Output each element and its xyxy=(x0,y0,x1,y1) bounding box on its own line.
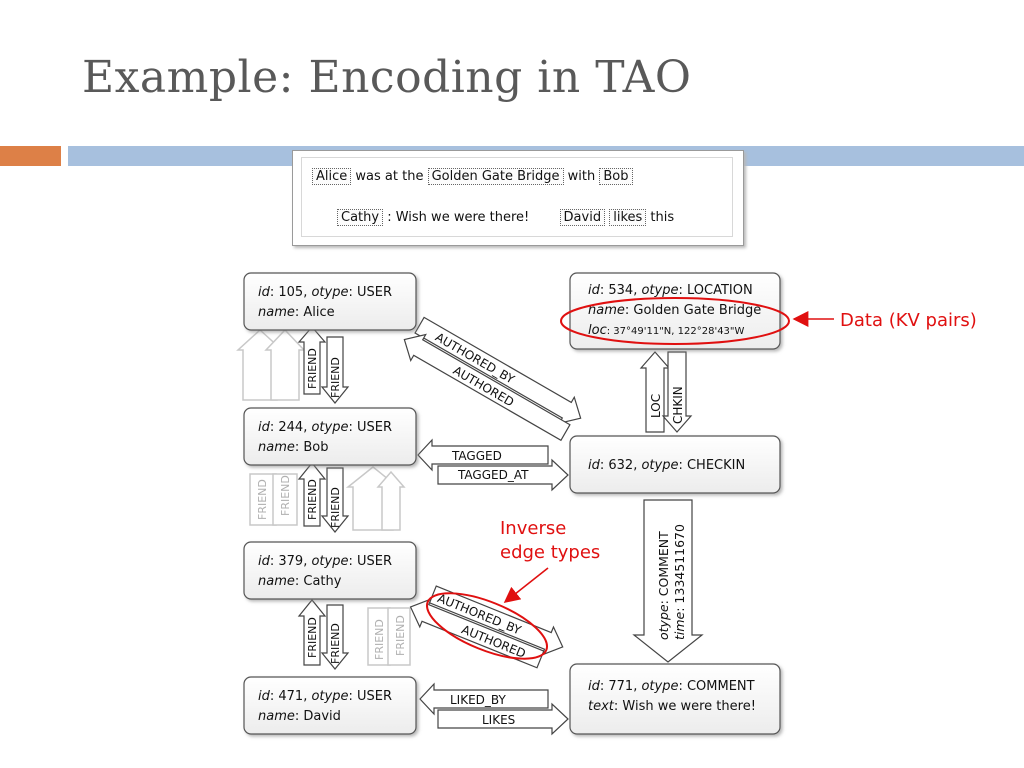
svg-text:id: 534, otype: LOCATION: id: 534, otype: LOCATION xyxy=(588,283,753,298)
comment-edge-otype-key: otype xyxy=(656,604,671,640)
kv-annotation: Data (KV pairs) xyxy=(560,297,977,345)
node-checkin: id: 632, otype: CHECKIN xyxy=(569,435,781,494)
inverse-annotation-line-2: edge types xyxy=(500,542,600,563)
token-comment-text: : Wish we were there! xyxy=(387,210,530,225)
node-cathy: id: 379, otype: USER name: Cathy xyxy=(243,541,417,600)
token-bob: Bob xyxy=(599,168,633,185)
token-was-at: was at the xyxy=(355,169,424,184)
friend-edges-cathy-david: FRIEND FRIEND xyxy=(297,599,350,670)
svg-text:id: 105, otype: USER: id: 105, otype: USER xyxy=(258,285,392,300)
svg-text:text: Wish we were there!: text: Wish we were there! xyxy=(588,699,756,714)
node-comment: id: 771, otype: COMMENT text: Wish we we… xyxy=(569,663,781,735)
token-alice: Alice xyxy=(312,168,352,185)
likes-label: LIKES xyxy=(482,713,515,727)
liked-by-label: LIKED_BY xyxy=(450,693,506,707)
friend-edges-alice-bob: FRIEND FRIEND xyxy=(297,326,350,404)
token-golden-gate: Golden Gate Bridge xyxy=(427,168,564,185)
svg-text:name: Alice: name: Alice xyxy=(258,305,335,320)
svg-text:id: 771, otype: COMMENT: id: 771, otype: COMMENT xyxy=(588,679,755,694)
sentence-panel: Alice was at the Golden Gate Bridge with… xyxy=(292,150,744,246)
svg-text:name: Cathy: name: Cathy xyxy=(258,574,342,589)
authored-edges-cathy-comment: AUTHORED_BY AUTHORED xyxy=(409,585,564,669)
token-with: with xyxy=(567,169,596,184)
svg-text:id: 471, otype: USER: id: 471, otype: USER xyxy=(258,689,392,704)
svg-text:id: 244, otype: USER: id: 244, otype: USER xyxy=(258,420,392,435)
kv-highlight-ellipse xyxy=(560,297,790,345)
svg-text:id: 632, otype: CHECKIN: id: 632, otype: CHECKIN xyxy=(588,458,745,473)
friend-label: FRIEND xyxy=(306,479,319,520)
comment-edge-otype-value: : COMMENT xyxy=(656,531,671,605)
faded-friend-label: FRIEND xyxy=(256,479,269,520)
friend-label: FRIEND xyxy=(329,623,342,664)
comment-edge-otype: otype: COMMENT xyxy=(656,531,671,640)
faded-friend-arrows xyxy=(236,328,411,666)
friend-label: FRIEND xyxy=(329,357,342,398)
token-this: this xyxy=(650,210,675,225)
svg-text:name: David: name: David xyxy=(258,709,341,724)
inverse-arrow xyxy=(503,567,549,603)
token-cathy: Cathy xyxy=(337,209,384,226)
inverse-annotation: Inverse edge types xyxy=(425,518,600,660)
loc-chkin-edges: LOC CHKIN xyxy=(639,351,693,433)
friend-label: FRIEND xyxy=(329,487,342,528)
friend-label: FRIEND xyxy=(306,348,319,389)
inverse-annotation-line-1: Inverse xyxy=(500,518,566,539)
svg-text:name: Bob: name: Bob xyxy=(258,440,329,455)
authored-edges-alice-checkin: AUTHORED_BY AUTHORED xyxy=(403,316,582,442)
faded-friend-label: FRIEND xyxy=(373,619,386,660)
comment-edge-time-value: : 1334511670 xyxy=(672,524,687,612)
title-accent-orange xyxy=(0,146,61,166)
comment-edge-time-key: time xyxy=(672,611,687,640)
like-edges-david-comment: LIKED_BY LIKES xyxy=(419,682,569,736)
sentence-line-2: Cathy : Wish we were there! David likes … xyxy=(337,209,675,226)
faded-friend-label: FRIEND xyxy=(394,615,407,656)
node-bob: id: 244, otype: USER name: Bob xyxy=(243,407,417,466)
token-likes: likes xyxy=(609,209,647,226)
node-location: id: 534, otype: LOCATION name: Golden Ga… xyxy=(569,272,781,350)
token-david: David xyxy=(559,209,606,226)
faded-friend-label: FRIEND xyxy=(279,475,292,516)
friend-label: FRIEND xyxy=(306,617,319,658)
node-david: id: 471, otype: USER name: David xyxy=(243,676,417,735)
loc-label: LOC xyxy=(649,394,663,418)
sentence-line-1: Alice was at the Golden Gate Bridge with… xyxy=(312,168,633,185)
tagged-at-label: TAGGED_AT xyxy=(457,468,529,482)
inverse-highlight-ellipse xyxy=(425,592,549,660)
comment-edge-time: time: 1334511670 xyxy=(672,524,687,640)
svg-text:id: 379, otype: USER: id: 379, otype: USER xyxy=(258,554,392,569)
chkin-label: CHKIN xyxy=(671,386,685,424)
comment-edge-checkin-comment: otype: COMMENT time: 1334511670 xyxy=(632,499,704,663)
tagged-label: TAGGED xyxy=(451,449,502,463)
friend-edges-bob-cathy: FRIEND FRIEND xyxy=(297,462,350,533)
slide-title: Example: Encoding in TAO xyxy=(82,52,692,103)
node-alice: id: 105, otype: USER name: Alice xyxy=(243,272,417,331)
svg-text:loc: 37°49'11"N, 122°28'43"W: loc: 37°49'11"N, 122°28'43"W xyxy=(588,323,745,338)
sentence-panel-inner: Alice was at the Golden Gate Bridge with… xyxy=(301,157,733,237)
tagged-edges-bob-checkin: TAGGED TAGGED_AT xyxy=(417,438,569,492)
svg-text:name: Golden Gate Bridge: name: Golden Gate Bridge xyxy=(588,303,761,318)
kv-annotation-label: Data (KV pairs) xyxy=(840,310,977,331)
